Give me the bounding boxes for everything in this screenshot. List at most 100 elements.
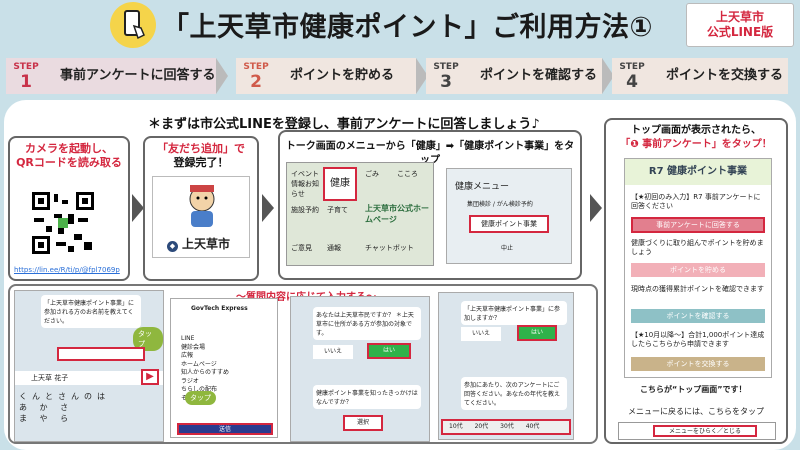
key[interactable]: さ bbox=[60, 403, 74, 412]
no-button[interactable]: いいえ bbox=[313, 345, 353, 359]
age-options[interactable]: 10代 20代 30代 40代 bbox=[441, 419, 571, 435]
menu-item-mind[interactable]: こころ bbox=[397, 170, 418, 178]
top-screen-note: こちらが“トップ画面”です！ bbox=[640, 385, 747, 394]
step-num: 3 bbox=[440, 72, 452, 92]
chat-message-join: 「上天草市健康ポイント事業」に参加しますか？ bbox=[461, 301, 567, 325]
key[interactable]: の bbox=[84, 392, 97, 401]
step-num: 2 bbox=[250, 72, 262, 92]
qr-code[interactable] bbox=[30, 190, 96, 256]
line-rich-menu: イベント情報お知らせ 健康 ごみ こころ 施設予約 子育て 上天草市公式ホームペ… bbox=[286, 162, 434, 266]
menu-item-garbage[interactable]: ごみ bbox=[365, 170, 379, 178]
keyboard[interactable]: くんとさんのは あ か さ ま や ら bbox=[19, 391, 159, 424]
friend-add-caption-2: 登録完了！ bbox=[173, 156, 229, 169]
submenu-cancel[interactable]: 中止 bbox=[501, 245, 514, 252]
form-submit-button[interactable]: 送信 bbox=[177, 423, 273, 435]
name-input-value[interactable]: 上天草 花子 bbox=[15, 371, 163, 385]
top-screen-title: R7 健康ポイント事業 bbox=[625, 159, 771, 185]
step-arrow bbox=[602, 58, 614, 94]
health-submenu: 健康メニュー 集団検診 / がん検診予約 健康ポイント事業 中止 bbox=[446, 168, 572, 264]
submenu-checkup[interactable]: 集団検診 / がん検診予約 bbox=[467, 201, 533, 208]
key[interactable]: や bbox=[39, 414, 53, 423]
header: 「上天草市健康ポイント」ご利用方法① 上天草市 公式LINE版 bbox=[0, 0, 800, 50]
badge-line2: 公式LINE版 bbox=[706, 25, 774, 39]
top-caption-1: トップ画面が表示されたら、 bbox=[631, 125, 761, 136]
option-item[interactable]: 広報 bbox=[181, 352, 194, 359]
menu-item-health-label: 健康 bbox=[330, 178, 350, 189]
yes-button[interactable]: はい bbox=[367, 343, 411, 359]
choose-button[interactable]: 選択 bbox=[343, 415, 383, 431]
check-points-button[interactable]: ポイントを確認する bbox=[631, 309, 765, 323]
key[interactable]: ん bbox=[71, 392, 84, 401]
option-item[interactable]: LINE bbox=[181, 335, 195, 342]
line-url-link[interactable]: https://lin.ee/R/ti/p/@fpl7069p bbox=[14, 266, 120, 274]
step-arrow bbox=[216, 58, 228, 94]
no-button[interactable]: いいえ bbox=[461, 327, 501, 341]
key[interactable]: さ bbox=[58, 392, 71, 401]
age-option[interactable]: 20代 bbox=[474, 423, 489, 430]
menu-item-health[interactable]: 健康 bbox=[323, 167, 357, 201]
menu-toggle-button[interactable]: メニューをひらく／とじる bbox=[653, 425, 757, 437]
step-tag: STEP bbox=[13, 62, 39, 72]
back-menu-note: メニューに戻るには、こちらをタップ bbox=[628, 407, 764, 416]
step-1-label: 事前アンケートに回答する bbox=[46, 58, 216, 94]
menu-item-facility[interactable]: 施設予約 bbox=[291, 206, 319, 214]
key[interactable]: か bbox=[39, 403, 53, 412]
chat-input-field[interactable] bbox=[57, 347, 145, 361]
step-tag: STEP bbox=[243, 62, 269, 72]
option-item[interactable]: ちらしの配布 bbox=[181, 386, 218, 393]
top-text-4: 【★10月以降〜】合計1,000ポイント達成したらこちらから申請できます bbox=[631, 331, 765, 348]
phone-tap-icon bbox=[110, 2, 156, 48]
account-card[interactable]: ◆上天草市 bbox=[152, 176, 250, 258]
pre-survey-button[interactable]: 事前アンケートに回答する bbox=[631, 217, 765, 233]
age-option[interactable]: 40代 bbox=[525, 423, 540, 430]
age-option[interactable]: 30代 bbox=[500, 423, 514, 430]
key[interactable]: ま bbox=[19, 414, 32, 423]
step-num: 4 bbox=[626, 72, 638, 92]
option-item[interactable]: ラジオ bbox=[181, 377, 199, 385]
friend-add-caption: 「友だち追加」で 登録完了！ bbox=[145, 142, 257, 170]
option-item[interactable]: 健診会場 bbox=[181, 343, 206, 351]
menu-item-events[interactable]: イベント情報お知らせ bbox=[291, 170, 319, 198]
top-text-2: 健康づくりに取り組んでポイントを貯めましょう bbox=[631, 239, 764, 256]
menu-item-childcare[interactable]: 子育て bbox=[327, 206, 348, 214]
key[interactable]: あ bbox=[19, 403, 32, 412]
key[interactable]: と bbox=[45, 392, 58, 401]
option-item[interactable]: ホームページ bbox=[181, 360, 217, 368]
menu-homepage-label: 上天草市公式ホームページ bbox=[365, 204, 429, 224]
menu-item-homepage[interactable]: 上天草市公式ホームページ bbox=[365, 203, 433, 235]
menu-item-report[interactable]: 通報 bbox=[327, 244, 341, 252]
key[interactable]: は bbox=[97, 392, 110, 401]
flow-arrow bbox=[262, 194, 274, 222]
step-tag: STEP bbox=[433, 62, 459, 72]
key[interactable]: ら bbox=[60, 414, 74, 423]
chat-screen-3: 「上天草市健康ポイント事業」に参加しますか？ いいえ はい 参加にあたり、次のア… bbox=[438, 292, 574, 440]
chat-screen-1: 「上天草市健康ポイント事業」に参加される方のお名前を教えてください。 タップ 上… bbox=[14, 290, 164, 442]
earn-points-button[interactable]: ポイントを貯める bbox=[631, 263, 765, 277]
chat-message-resident: あなたは上天草市民ですか？ ＊上天草市に住所がある方が参加の対象です。 bbox=[313, 307, 421, 340]
age-option[interactable]: 10代 bbox=[449, 423, 463, 430]
send-arrow-icon[interactable]: ▶ bbox=[141, 369, 159, 385]
yes-button[interactable]: はい bbox=[517, 325, 557, 341]
qr-caption: カメラを起動し、 QRコードを読み取る bbox=[10, 142, 128, 170]
menu-item-chatbot[interactable]: チャットボット bbox=[365, 244, 414, 252]
qr-caption-2: QRコードを読み取る bbox=[16, 156, 122, 169]
submenu-title: 健康メニュー bbox=[455, 182, 510, 192]
menu-toggle-bar: メニューをひらく／とじる bbox=[618, 422, 776, 440]
menu-item-opinion[interactable]: ご意見 bbox=[291, 244, 312, 252]
top-note: 【★初回のみ入力】R7 事前アンケートに回答ください bbox=[631, 193, 761, 210]
flow-arrow bbox=[590, 194, 602, 222]
exchange-points-button[interactable]: ポイントを交換する bbox=[631, 357, 765, 371]
friend-add-caption-1: 「友だち追加」で bbox=[157, 142, 245, 155]
health-point-button[interactable]: 健康ポイント事業 bbox=[469, 215, 549, 233]
key[interactable]: ん bbox=[32, 392, 45, 401]
key[interactable]: く bbox=[19, 392, 32, 401]
step-num: 1 bbox=[20, 72, 32, 92]
option-item[interactable]: 知人からのすすめ bbox=[181, 369, 230, 376]
top-screen: R7 健康ポイント事業 【★初回のみ入力】R7 事前アンケートに回答ください 事… bbox=[624, 158, 772, 378]
